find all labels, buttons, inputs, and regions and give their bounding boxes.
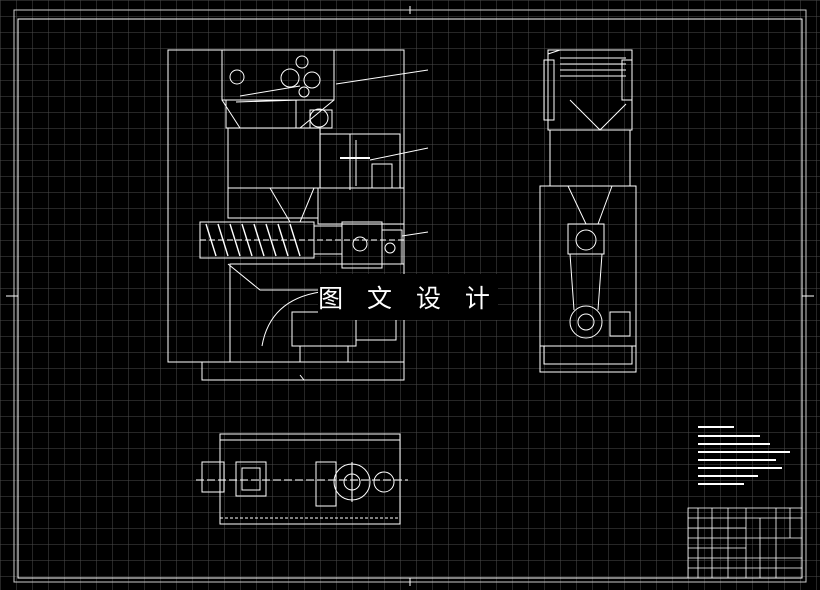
drawing-frame bbox=[6, 6, 814, 586]
watermark-text: 图 文 设 计 bbox=[318, 274, 498, 320]
front-view bbox=[167, 49, 429, 381]
top-view bbox=[196, 433, 408, 525]
side-view bbox=[539, 49, 637, 373]
technical-notes bbox=[698, 426, 790, 485]
title-block bbox=[687, 507, 803, 579]
